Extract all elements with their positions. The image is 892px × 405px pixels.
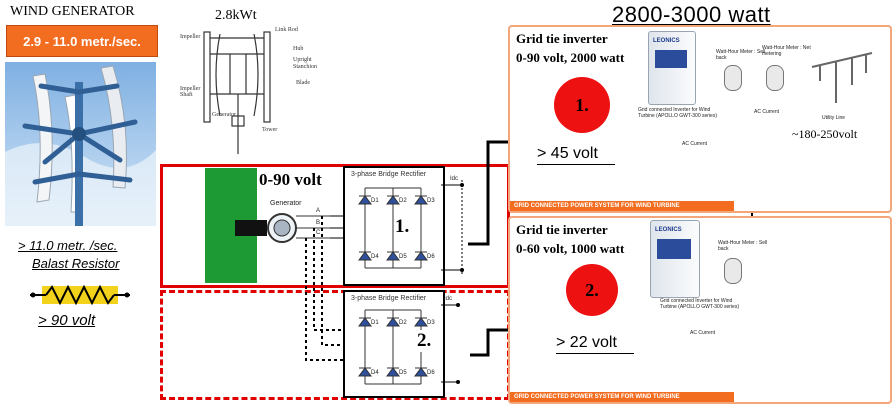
panel-1-footer: GRID CONNECTED POWER SYSTEM FOR WIND TUR… [510, 201, 734, 211]
part-blade: Blade [296, 80, 310, 86]
rectifier-1-idc: Idc [450, 176, 459, 182]
resistor-symbol [30, 282, 130, 308]
meter-1-label: Watt-Hour Meter : Sell back [716, 49, 766, 61]
wind-generator-title: WIND GENERATOR [10, 4, 135, 19]
panel-2-footer: GRID CONNECTED POWER SYSTEM FOR WIND TUR… [510, 392, 734, 402]
wind-turbine-photo [5, 62, 156, 226]
part-impeller-shaft: Impeller Shaft [180, 86, 201, 98]
balast-resistor-label: Balast Resistor [32, 256, 120, 271]
part-impeller: Impeller [180, 34, 201, 40]
inverter-1-display [655, 50, 687, 68]
diode-d4: D4 [371, 370, 379, 376]
rectifier-2-number: 2. [417, 330, 432, 352]
grid-voltage: ~180-250volt [792, 127, 858, 141]
part-generator: Generator [212, 112, 236, 118]
phase-b-label: B [316, 220, 321, 226]
input-volt-2-underline [556, 353, 634, 354]
phase-c-label: C [316, 230, 321, 236]
diode-d2: D2 [399, 198, 407, 204]
generator-symbol [235, 186, 330, 276]
sell-back-meter-icon [724, 65, 742, 91]
grid-system-panel-2: Grid tie inverter 0-60 volt, 1000 watt 2… [508, 216, 892, 404]
system-2-badge: 2. [566, 264, 618, 316]
turbine-rating: 2.8kWt [215, 8, 257, 23]
bridge-rectifier-1: 3-phase Bridge Rectifier D1 D2 D3 D4 D5 … [343, 166, 445, 286]
diode-d3: D3 [427, 320, 435, 326]
part-upright: Upright [293, 57, 312, 63]
input-volt-1: > 45 volt [537, 145, 598, 162]
inverter-2-spec: 0-60 volt, 1000 watt [516, 241, 625, 256]
rectifier-2-idc: Idc [444, 296, 453, 302]
part-hub: Hub [293, 46, 304, 52]
diode-d5: D5 [399, 370, 407, 376]
grid-system-panel-1: Grid tie inverter 0-90 volt, 2000 watt 1… [508, 25, 892, 213]
inverter-2-title: Grid tie inverter [516, 222, 608, 237]
inverter-2-device: LEONICS [650, 220, 700, 298]
rectifier-1-number: 1. [395, 216, 410, 238]
inverter-1-device: LEONICS [648, 31, 696, 105]
diode-d1: D1 [371, 198, 379, 204]
inverter-2-ac-current: AC Current [690, 330, 716, 336]
inverter-1-spec: 0-90 volt, 2000 watt [516, 50, 625, 65]
diode-d3: D3 [427, 198, 435, 204]
meter-2-sellback-label: Watt-Hour Meter : Sell back [718, 240, 768, 252]
inverter-1-caption: Grid connected Inverter for Wind Turbine… [638, 107, 718, 119]
input-volt-2: > 22 volt [556, 334, 617, 351]
utility-line-label: Utility Line [822, 115, 846, 121]
overspeed-label: > 11.0 metr. /sec. [18, 238, 118, 253]
utility-pole-icon [806, 45, 878, 109]
part-link-rod: Link Rod [275, 27, 298, 33]
wind-speed-range: 2.9 - 11.0 metr./sec. [6, 25, 158, 57]
net-metering-meter-icon [766, 65, 784, 91]
panel-1-ac-current: AC Current [754, 109, 780, 115]
phase-a-label: A [316, 208, 321, 214]
diode-d1: D1 [371, 320, 379, 326]
vertical-turbine-icon [5, 62, 156, 226]
generator-volt-range: 0-90 volt [259, 170, 322, 189]
inverter-2-caption: Grid connected Inverter for Wind Turbine… [660, 298, 740, 310]
meter-2-label: Watt-Hour Meter : Net metering [762, 45, 811, 57]
bridge-rectifier-2: 3-phase Bridge Rectifier D1 D2 D3 D4 D5 … [343, 290, 445, 398]
rectifier-1-title: 3-phase Bridge Rectifier [351, 171, 427, 178]
diode-d5: D5 [399, 254, 407, 260]
sell-back-meter-icon [724, 258, 742, 284]
rectifier-2-title: 3-phase Bridge Rectifier [351, 295, 427, 302]
turbine-technical-drawing [172, 24, 312, 159]
input-volt-1-underline [537, 164, 615, 165]
total-power-title: 2800-3000 watt [612, 2, 771, 27]
generator-label: Generator [270, 200, 302, 207]
diode-d2: D2 [399, 320, 407, 326]
diode-d6: D6 [427, 370, 435, 376]
diode-d4: D4 [371, 254, 379, 260]
inverter-2-brand: LEONICS [655, 227, 682, 233]
inverter-1-title: Grid tie inverter [516, 31, 608, 46]
overvolt-label: > 90 volt [38, 312, 96, 329]
inverter-2-display [657, 239, 691, 259]
inverter-1-brand: LEONICS [653, 38, 680, 44]
diode-d6: D6 [427, 254, 435, 260]
system-1-badge: 1. [554, 77, 610, 133]
diode-bridge-icon [358, 309, 428, 385]
part-tower: Tower [262, 127, 278, 133]
inverter-1-ac-current: AC Current [682, 141, 708, 147]
diode-bridge-icon [358, 187, 428, 269]
part-stanchion: Stanchion [293, 64, 317, 70]
